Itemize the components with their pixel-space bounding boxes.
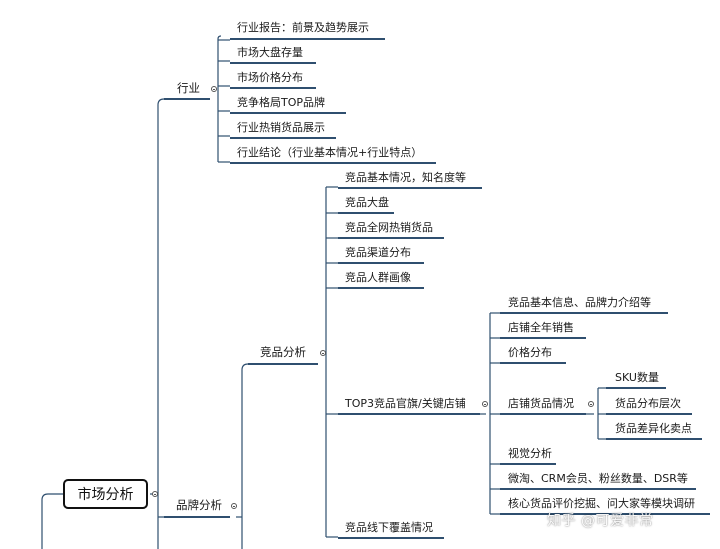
underline <box>164 516 230 518</box>
node-top3-stores[interactable]: TOP3竞品官旗/关键店铺 <box>345 397 466 410</box>
collapse-toggle-store-goods[interactable] <box>588 401 594 407</box>
node-crm-fans-dsr[interactable]: 微淘、CRM会员、粉丝数量、DSR等 <box>508 472 688 485</box>
underline <box>230 38 385 40</box>
underline <box>338 287 424 289</box>
underline <box>500 337 586 339</box>
underline <box>500 312 668 314</box>
underline <box>230 137 336 139</box>
node-annual-sales[interactable]: 店铺全年销售 <box>508 321 574 334</box>
node-store-goods[interactable]: 店铺货品情况 <box>508 397 574 410</box>
root-label: 市场分析 <box>77 487 134 503</box>
underline <box>500 513 710 515</box>
underline <box>248 363 318 365</box>
underline <box>230 87 316 89</box>
underline <box>338 413 480 415</box>
underline <box>606 438 702 440</box>
node-competitor-basics[interactable]: 竞品基本情况，知名度等 <box>345 171 466 184</box>
node-brand-intro[interactable]: 竞品基本信息、品牌力介绍等 <box>508 296 651 309</box>
node-offline-coverage[interactable]: 竞品线下覆盖情况 <box>345 521 433 534</box>
underline <box>338 262 424 264</box>
node-price-distribution[interactable]: 市场价格分布 <box>237 71 303 84</box>
node-competitor-market[interactable]: 竞品大盘 <box>345 196 389 209</box>
underline <box>230 62 316 64</box>
underline <box>500 463 556 465</box>
node-price-range[interactable]: 价格分布 <box>508 346 552 359</box>
node-industry-report[interactable]: 行业报告：前景及趋势展示 <box>237 21 369 34</box>
node-industry-underline <box>164 98 210 100</box>
node-industry-conclusion[interactable]: 行业结论（行业基本情况+行业特点） <box>237 146 423 159</box>
node-competitor-audience[interactable]: 竞品人群画像 <box>345 271 411 284</box>
underline <box>230 162 436 164</box>
underline <box>338 537 444 539</box>
node-goods-usp[interactable]: 货品差异化卖点 <box>615 422 692 435</box>
collapse-toggle-brand[interactable] <box>231 503 237 509</box>
underline <box>338 212 394 214</box>
node-sku-count[interactable]: SKU数量 <box>615 371 659 384</box>
underline <box>500 413 586 415</box>
node-competitor-hot-goods[interactable]: 竞品全网热销货品 <box>345 221 433 234</box>
watermark: 知乎 @可爱非常 <box>547 513 654 529</box>
collapse-toggle-industry[interactable] <box>211 86 217 92</box>
node-competitor-analysis[interactable]: 竞品分析 <box>260 345 306 359</box>
root-node[interactable]: 市场分析 <box>63 479 148 509</box>
collapse-toggle-competitor[interactable] <box>320 350 326 356</box>
node-goods-tiers[interactable]: 货品分布层次 <box>615 397 681 410</box>
underline <box>338 237 444 239</box>
collapse-toggle-top3[interactable] <box>482 401 488 407</box>
node-visual-analysis[interactable]: 视觉分析 <box>508 447 552 460</box>
underline <box>606 387 666 389</box>
collapse-toggle-root[interactable] <box>152 491 158 497</box>
node-hot-goods[interactable]: 行业热销货品展示 <box>237 121 325 134</box>
underline <box>230 112 346 114</box>
node-brand-analysis[interactable]: 品牌分析 <box>176 498 222 512</box>
underline <box>500 488 696 490</box>
underline <box>338 187 482 189</box>
node-top-brands[interactable]: 竞争格局TOP品牌 <box>237 96 326 109</box>
node-market-stock[interactable]: 市场大盘存量 <box>237 46 303 59</box>
node-review-mining[interactable]: 核心货品评价挖掘、问大家等模块调研 <box>508 497 695 510</box>
node-industry[interactable]: 行业 <box>177 81 200 95</box>
underline <box>500 362 566 364</box>
node-competitor-channels[interactable]: 竞品渠道分布 <box>345 246 411 259</box>
underline <box>606 413 692 415</box>
